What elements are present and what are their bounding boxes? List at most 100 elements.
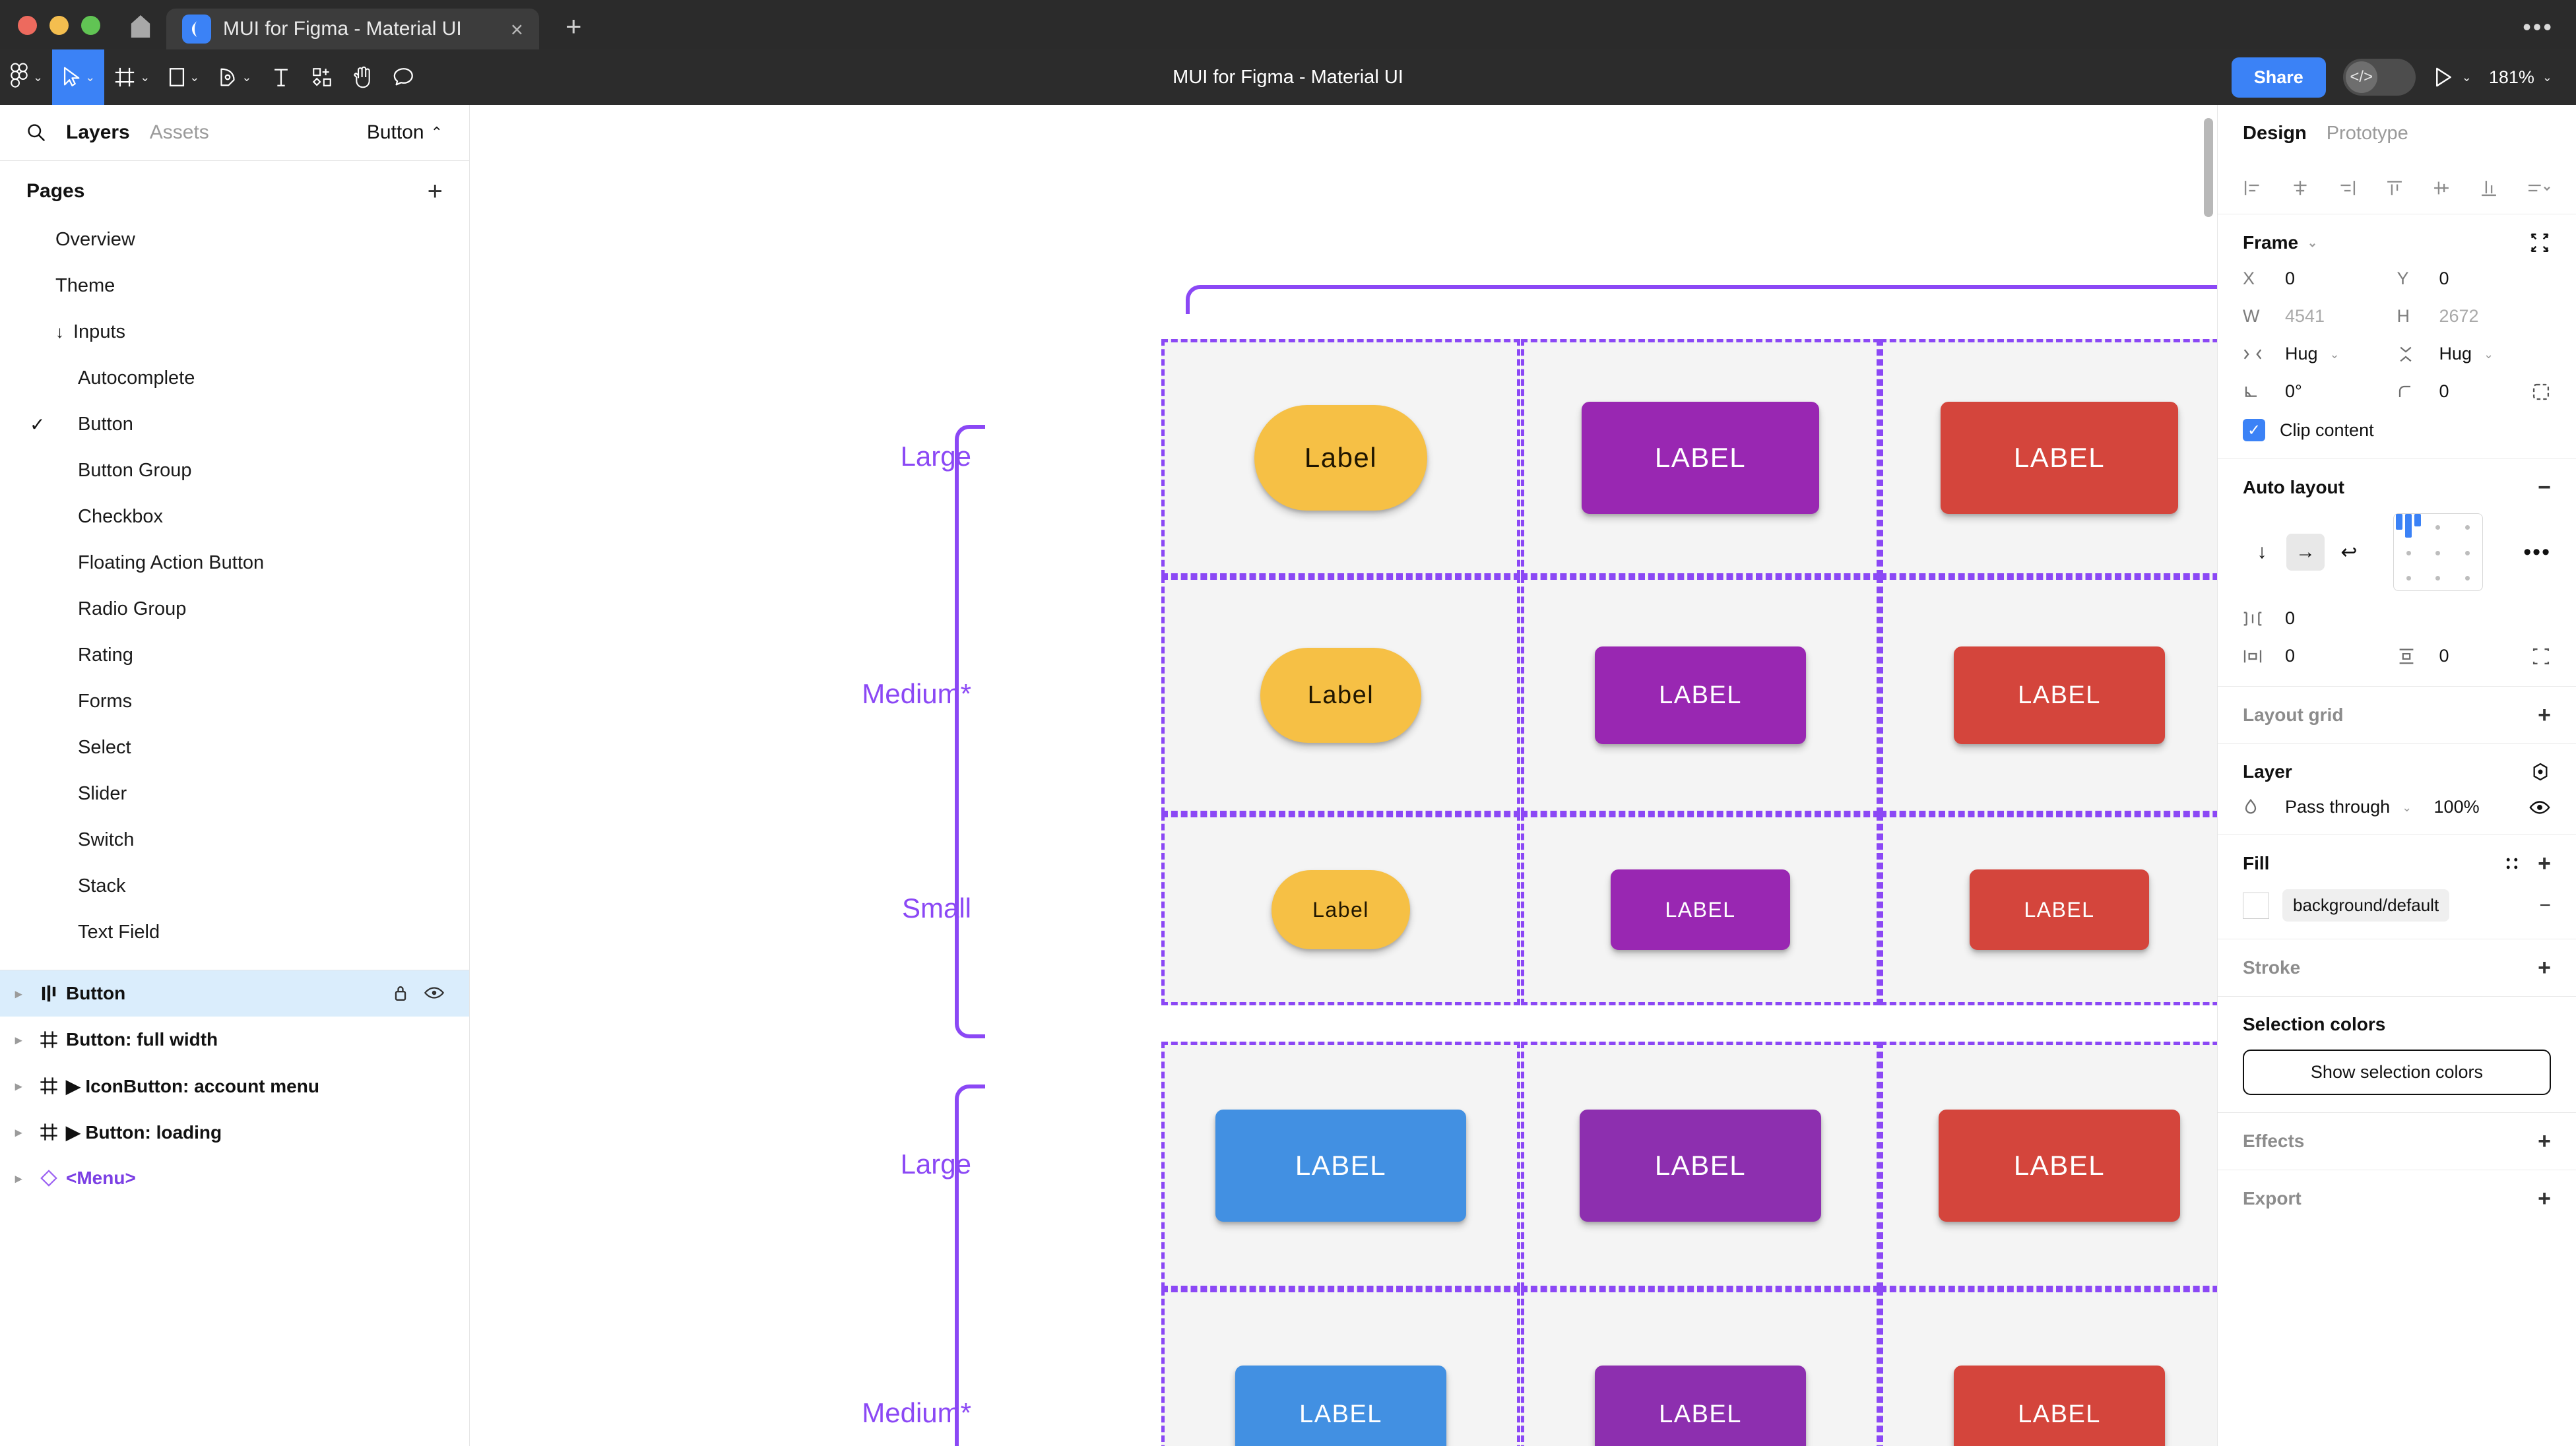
distribute-more-icon[interactable]: [2526, 178, 2552, 198]
hand-tool-button[interactable]: [342, 49, 383, 105]
padding-vertical-field[interactable]: 0: [2397, 646, 2552, 666]
pen-tool-button[interactable]: ⌄: [209, 49, 261, 105]
minimize-window-button[interactable]: [49, 16, 69, 35]
new-tab-button[interactable]: +: [565, 11, 582, 42]
show-selection-colors-button[interactable]: Show selection colors: [2243, 1050, 2551, 1095]
material-button[interactable]: LABEL: [1235, 1366, 1446, 1446]
independent-corners-icon[interactable]: [2531, 382, 2551, 402]
add-effect-button[interactable]: +: [2538, 1129, 2551, 1154]
add-layout-grid-button[interactable]: +: [2538, 703, 2551, 728]
layer-expand-caret-icon[interactable]: ▸: [15, 1079, 22, 1094]
clip-content-row[interactable]: ✓ Clip content: [2243, 419, 2551, 441]
layer-row[interactable]: ▸Button: full width: [0, 1017, 469, 1063]
layer-row[interactable]: ▸▶ Button: loading: [0, 1109, 469, 1155]
layer-expand-caret-icon[interactable]: ▸: [15, 1032, 22, 1048]
page-item-checkbox[interactable]: Checkbox: [0, 493, 469, 540]
tab-design[interactable]: Design: [2243, 122, 2307, 144]
add-export-button[interactable]: +: [2538, 1186, 2551, 1211]
lock-icon[interactable]: [393, 984, 408, 1003]
alignment-pad[interactable]: [2393, 513, 2483, 591]
layer-row[interactable]: ▸<Menu>: [0, 1155, 469, 1201]
material-button[interactable]: LABEL: [1970, 869, 2149, 950]
chevron-down-icon[interactable]: ⌄: [2484, 347, 2494, 361]
page-item-inputs[interactable]: ↓Inputs: [0, 309, 469, 355]
page-item-select[interactable]: Select: [0, 724, 469, 770]
remove-fill-button[interactable]: −: [2539, 894, 2551, 916]
align-bottom-icon[interactable]: [2479, 178, 2499, 198]
fit-content-icon[interactable]: [2528, 232, 2551, 254]
direction-vertical-icon[interactable]: ↓: [2257, 541, 2267, 563]
material-button[interactable]: LABEL: [1580, 1109, 1821, 1222]
chevron-down-icon[interactable]: ⌄: [2307, 236, 2318, 249]
search-icon[interactable]: [26, 123, 46, 142]
add-page-button[interactable]: +: [427, 177, 443, 206]
frame-tool-button[interactable]: ⌄: [104, 49, 159, 105]
present-button[interactable]: ⌄: [2433, 67, 2472, 88]
align-right-icon[interactable]: [2337, 178, 2357, 198]
material-button[interactable]: Label: [1260, 648, 1421, 743]
page-item-text-field[interactable]: Text Field: [0, 909, 469, 955]
padding-horizontal-field[interactable]: 0: [2243, 646, 2397, 666]
page-item-button-group[interactable]: Button Group: [0, 447, 469, 493]
material-button[interactable]: LABEL: [1939, 1109, 2180, 1222]
add-fill-button[interactable]: +: [2538, 851, 2551, 876]
page-selector[interactable]: Button ⌃: [367, 121, 443, 144]
fill-styles-icon[interactable]: [2503, 855, 2521, 872]
material-button[interactable]: LABEL: [1954, 1366, 2165, 1446]
align-left-icon[interactable]: [2243, 178, 2263, 198]
x-field[interactable]: X 0: [2243, 268, 2397, 289]
layer-expand-caret-icon[interactable]: ▸: [15, 1171, 22, 1186]
browser-tab[interactable]: MUI for Figma - Material UI ×: [166, 9, 539, 49]
close-window-button[interactable]: [18, 16, 37, 35]
blend-mode-field[interactable]: Pass through ⌄: [2243, 797, 2434, 817]
fill-color-swatch[interactable]: [2243, 892, 2269, 919]
align-vertical-center-icon[interactable]: [2431, 178, 2451, 198]
material-button[interactable]: LABEL: [1582, 402, 1819, 514]
tab-prototype[interactable]: Prototype: [2326, 122, 2408, 144]
share-button[interactable]: Share: [2231, 57, 2326, 98]
text-tool-button[interactable]: [261, 49, 302, 105]
expand-arrow-icon[interactable]: ↓: [55, 321, 64, 342]
vertical-resize-field[interactable]: Hug ⌄: [2397, 344, 2552, 364]
layer-settings-icon[interactable]: [2530, 761, 2551, 782]
window-controls[interactable]: [0, 16, 115, 49]
auto-layout-more-icon[interactable]: •••: [2523, 540, 2551, 565]
comment-tool-button[interactable]: [383, 49, 424, 105]
fill-style-name[interactable]: background/default: [2282, 889, 2450, 922]
direction-horizontal-icon[interactable]: →: [2286, 534, 2325, 571]
page-item-floating-action-button[interactable]: Floating Action Button: [0, 540, 469, 586]
zoom-control[interactable]: 181% ⌄: [2489, 67, 2552, 88]
width-field[interactable]: W 4541: [2243, 306, 2397, 327]
rotation-field[interactable]: 0°: [2243, 381, 2397, 402]
add-stroke-button[interactable]: +: [2538, 955, 2551, 980]
wrap-icon[interactable]: ↩: [2340, 541, 2358, 563]
individual-padding-icon[interactable]: [2531, 646, 2551, 666]
page-item-switch[interactable]: Switch: [0, 817, 469, 863]
page-item-stack[interactable]: Stack: [0, 863, 469, 909]
gap-field[interactable]: 0: [2243, 608, 2397, 629]
canvas-scrollbar[interactable]: [2204, 118, 2213, 217]
page-item-radio-group[interactable]: Radio Group: [0, 586, 469, 632]
page-item-forms[interactable]: Forms: [0, 678, 469, 724]
material-button[interactable]: LABEL: [1941, 402, 2178, 514]
align-horizontal-center-icon[interactable]: [2290, 178, 2310, 198]
maximize-window-button[interactable]: [81, 16, 100, 35]
page-item-overview[interactable]: Overview: [0, 216, 469, 263]
align-top-icon[interactable]: [2385, 178, 2404, 198]
material-button[interactable]: LABEL: [1595, 646, 1806, 744]
dev-mode-toggle[interactable]: </>: [2342, 59, 2416, 96]
resources-tool-button[interactable]: [302, 49, 342, 105]
material-button[interactable]: LABEL: [1595, 1366, 1806, 1446]
page-item-rating[interactable]: Rating: [0, 632, 469, 678]
layer-row[interactable]: ▸▶ IconButton: account menu: [0, 1063, 469, 1109]
page-item-button[interactable]: ✓Button: [0, 401, 469, 447]
browser-menu-icon[interactable]: •••: [2523, 13, 2554, 40]
figma-menu-button[interactable]: ⌄: [0, 49, 52, 105]
eye-icon[interactable]: [424, 984, 444, 1003]
material-button[interactable]: LABEL: [1215, 1109, 1466, 1222]
clip-content-checkbox[interactable]: ✓: [2243, 419, 2265, 441]
canvas[interactable]: Contained Primary*SecondaryErrorWarningL…: [470, 105, 2217, 1446]
tab-layers[interactable]: Layers: [66, 121, 130, 143]
page-item-slider[interactable]: Slider: [0, 770, 469, 817]
layer-row[interactable]: ▸Button: [0, 970, 469, 1017]
